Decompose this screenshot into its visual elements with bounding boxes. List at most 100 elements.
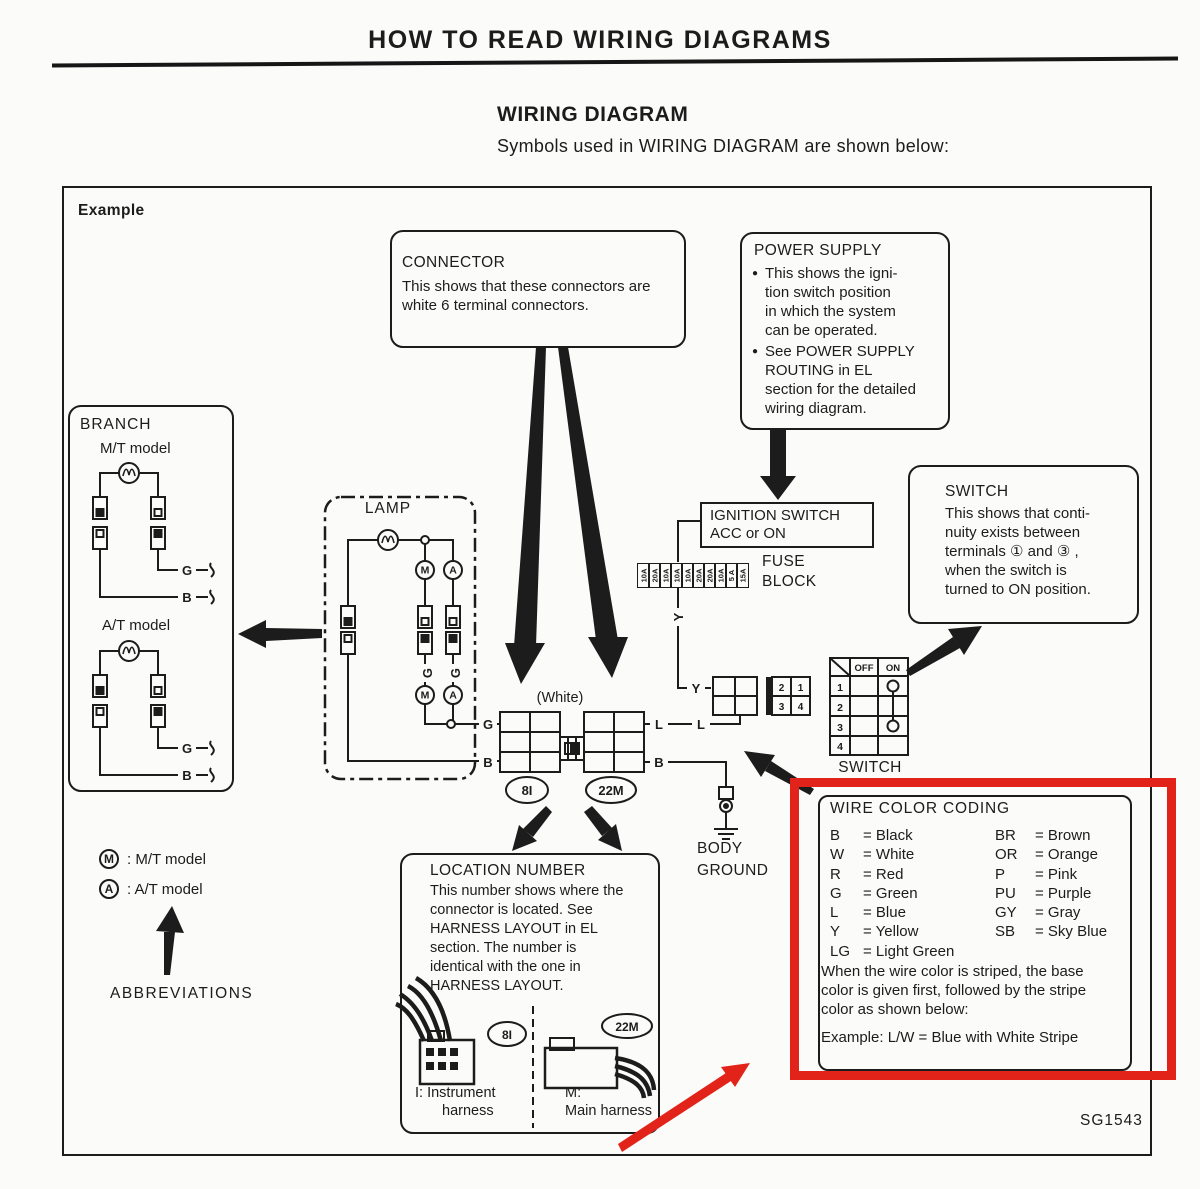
- body-ground-label-2: GROUND: [697, 862, 769, 879]
- highlight-frame: [790, 778, 1176, 1080]
- switch-title: SWITCH: [945, 483, 1009, 500]
- location-line: identical with the one in: [430, 959, 581, 975]
- abbreviations-caption: ABBREVIATIONS: [110, 985, 254, 1002]
- wire-label-y: Y: [687, 680, 705, 696]
- wire-label-l: L: [650, 716, 668, 732]
- example-label: Example: [78, 202, 145, 219]
- color-code-row: GY= Gray: [995, 904, 1081, 922]
- fuse-block-label-2: BLOCK: [762, 573, 817, 590]
- connector-line: white 6 terminal connectors.: [402, 297, 589, 314]
- color-code-row: OR= Orange: [995, 846, 1098, 864]
- color-code-row: LG= Light Green: [830, 942, 955, 960]
- ps-line: wiring diagram.: [765, 400, 867, 417]
- ps-line: section for the detailed: [765, 381, 916, 398]
- bullet-icon: ●: [752, 346, 759, 357]
- switch-table-caption: SWITCH: [838, 759, 902, 776]
- color-code-row: PU= Purple: [995, 884, 1092, 902]
- location-line: HARNESS LAYOUT.: [430, 978, 564, 994]
- ignition-line: IGNITION SWITCH: [710, 507, 840, 524]
- wire-label-g: G: [447, 664, 463, 682]
- fuse-cell: 20A: [648, 563, 661, 588]
- switch-line: when the switch is: [945, 562, 1067, 579]
- ps-line: tion switch position: [765, 284, 891, 301]
- switch-line: nuity exists between: [945, 524, 1081, 541]
- wire-color-coding-box: [818, 795, 1132, 1071]
- mt-model-text: : M/T model: [127, 851, 206, 868]
- mt-model-icon: M: [99, 849, 119, 869]
- stripe-example-line: Example: L/W = Blue with White Stripe: [821, 1029, 1079, 1046]
- color-code-row: R= Red: [830, 865, 904, 883]
- ignition-switch-box: IGNITION SWITCH ACC or ON: [700, 502, 874, 548]
- white-connector-label: (White): [536, 690, 584, 706]
- body-ground-label-1: BODY: [697, 840, 743, 857]
- section-title: WIRING DIAGRAM: [497, 103, 689, 126]
- fuse-cell: 10A: [637, 563, 650, 588]
- wire-label-b: B: [178, 767, 196, 783]
- ps-line: This shows the igni-: [765, 265, 898, 282]
- switch-line: terminals ① and ③ ,: [945, 543, 1079, 560]
- figure-code: SG1543: [1080, 1112, 1143, 1129]
- location-line: section. The number is: [430, 940, 577, 956]
- wire-label-g: G: [178, 562, 196, 578]
- fuse-cell: 10A: [714, 563, 727, 588]
- main-harness-caption-2: Main harness: [565, 1103, 653, 1119]
- wire-label-l: L: [692, 716, 710, 732]
- color-code-row: BR= Brown: [995, 827, 1091, 844]
- wire-label-y: Y: [670, 608, 686, 626]
- power-supply-title: POWER SUPPLY: [754, 242, 882, 259]
- page-title: HOW TO READ WIRING DIAGRAMS: [368, 26, 832, 54]
- branch-at-label: A/T model: [102, 617, 171, 634]
- wire-label-b: B: [178, 589, 196, 605]
- color-code-row: W= White: [830, 846, 915, 864]
- ps-line: in which the system: [765, 303, 896, 320]
- color-code-row: SB= Sky Blue: [995, 923, 1108, 941]
- at-model-text: : A/T model: [127, 881, 203, 898]
- ps-line: can be operated.: [765, 322, 878, 339]
- color-code-row: B= Black: [830, 827, 913, 844]
- fuse-cell: 5 A: [725, 563, 738, 588]
- location-title: LOCATION NUMBER: [430, 862, 586, 879]
- location-line: This number shows where the: [430, 883, 624, 899]
- color-code-left-column: B= Black W= White R= Red G= Green L= Blu…: [830, 827, 954, 962]
- main-harness-caption-1: M:: [565, 1085, 582, 1101]
- location-line: HARNESS LAYOUT in EL: [430, 921, 598, 937]
- connector-line: This shows that these connectors are: [402, 278, 651, 295]
- color-code-right-column: BR= Brown OR= Orange P= Pink PU= Purple …: [995, 827, 1107, 943]
- color-code-row: L= Blue: [830, 904, 906, 922]
- wire-color-coding-title: WIRE COLOR CODING: [830, 800, 1010, 817]
- example-frame: [62, 186, 1152, 1156]
- instrument-harness-caption-2: harness: [442, 1103, 494, 1119]
- section-subtitle: Symbols used in WIRING DIAGRAM are shown…: [497, 136, 950, 156]
- switch-line: turned to ON position.: [945, 581, 1091, 598]
- fuse-block: 10A 20A 10A 10A 10A 20A 20A 10A 5 A 15A: [637, 563, 749, 588]
- ignition-line: ACC or ON: [710, 525, 786, 542]
- wire-label-b: B: [650, 754, 668, 770]
- bullet-icon: ●: [752, 268, 759, 279]
- wire-label-g: G: [419, 664, 435, 682]
- fuse-cell: 15A: [736, 563, 749, 588]
- power-supply-callout-box: POWER SUPPLY ● This shows the igni- tion…: [740, 232, 950, 430]
- switch-callout-box: SWITCH This shows that conti- nuity exis…: [908, 465, 1139, 624]
- fuse-block-label-1: FUSE: [762, 553, 805, 570]
- stripe-note-line: color is given first, followed by the st…: [821, 982, 1087, 999]
- at-model-icon: A: [99, 879, 119, 899]
- title-underline: [51, 56, 1179, 68]
- lamp-title: LAMP: [364, 500, 412, 517]
- power-supply-bullet-1: ● This shows the igni- tion switch posit…: [752, 264, 898, 340]
- branch-title: BRANCH: [80, 416, 152, 433]
- switch-line: This shows that conti-: [945, 505, 1091, 522]
- power-supply-bullet-2: ● See POWER SUPPLY ROUTING in EL section…: [752, 342, 916, 418]
- fuse-cell: 10A: [659, 563, 672, 588]
- ps-line: ROUTING in EL: [765, 362, 873, 379]
- color-code-row: G= Green: [830, 884, 918, 902]
- connector-callout-box: CONNECTOR This shows that these connecto…: [390, 230, 686, 348]
- branch-mt-label: M/T model: [100, 440, 171, 457]
- connector-title: CONNECTOR: [402, 254, 506, 271]
- ps-line: See POWER SUPPLY: [765, 343, 915, 360]
- stripe-note-line: color as shown below:: [821, 1001, 969, 1018]
- branch-box: BRANCH M/T model A/T model: [68, 405, 234, 792]
- instrument-harness-caption-1: I: Instrument: [415, 1085, 496, 1101]
- location-number-box: LOCATION NUMBER This number shows where …: [400, 853, 660, 1134]
- color-code-row: Y= Yellow: [830, 923, 919, 941]
